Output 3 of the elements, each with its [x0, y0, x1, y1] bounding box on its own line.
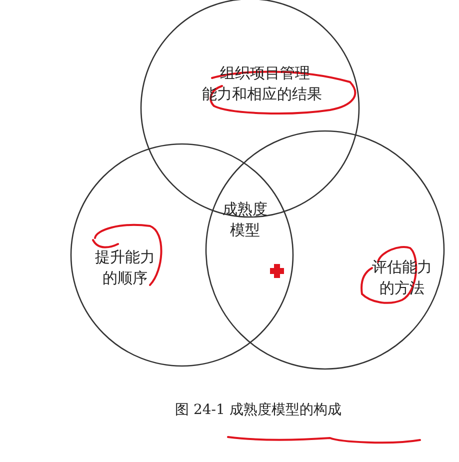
figure-caption: 图 24-1 成熟度模型的构成 — [175, 401, 342, 420]
circle-label: 提升能力的顺序 — [95, 247, 155, 289]
center-label: 成熟度模型 — [222, 199, 268, 241]
